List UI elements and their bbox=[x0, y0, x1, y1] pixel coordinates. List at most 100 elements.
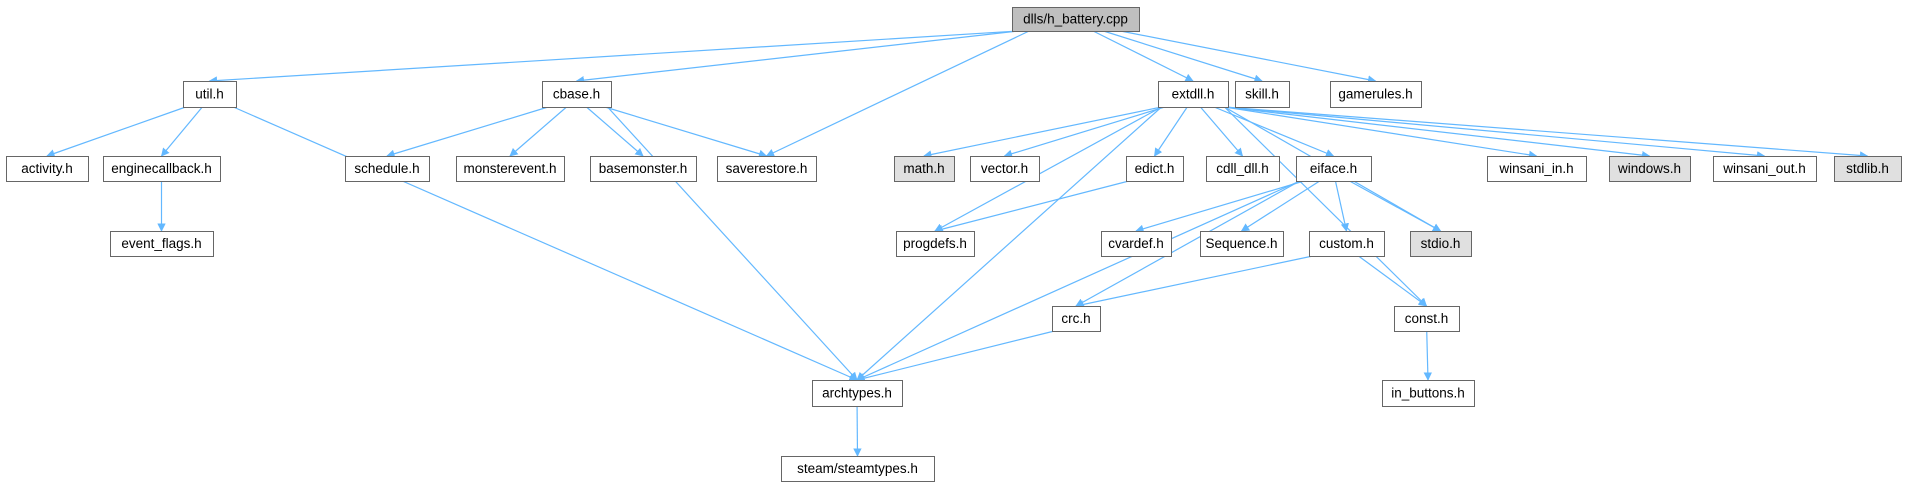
node-cdll_dll-label: cdll_dll.h bbox=[1216, 161, 1269, 176]
node-basemonster-label: basemonster.h bbox=[599, 161, 688, 176]
node-cbase-label: cbase.h bbox=[553, 87, 600, 102]
node-enginecallback[interactable]: enginecallback.h bbox=[103, 156, 221, 182]
edge-cbase-to-schedule bbox=[386, 106, 549, 158]
node-basemonster[interactable]: basemonster.h bbox=[590, 156, 697, 182]
node-sequence-box bbox=[1200, 231, 1284, 257]
node-root[interactable]: dlls/h_battery.cpp bbox=[1012, 7, 1140, 32]
node-stdlib-box bbox=[1834, 156, 1902, 182]
edge-eiface-to-archtypes bbox=[856, 180, 1300, 381]
node-windows: windows.h bbox=[1609, 156, 1691, 182]
node-sequence-label: Sequence.h bbox=[1205, 236, 1277, 251]
node-stdio-box bbox=[1410, 231, 1472, 257]
node-schedule[interactable]: schedule.h bbox=[345, 156, 430, 182]
node-enginecallback-label: enginecallback.h bbox=[111, 161, 212, 176]
edge-root-to-skill bbox=[1103, 30, 1263, 83]
node-activity[interactable]: activity.h bbox=[6, 156, 89, 182]
node-archtypes[interactable]: archtypes.h bbox=[812, 380, 903, 407]
edge-const-to-in_buttons bbox=[1423, 330, 1433, 381]
edge-cbase-to-basemonster bbox=[586, 106, 644, 157]
node-in_buttons-box bbox=[1382, 380, 1475, 407]
node-monsterevent-label: monsterevent.h bbox=[463, 161, 556, 176]
node-eiface-box bbox=[1296, 156, 1372, 182]
node-math-label: math.h bbox=[903, 161, 944, 176]
node-cdll_dll[interactable]: cdll_dll.h bbox=[1206, 156, 1280, 182]
node-custom-label: custom.h bbox=[1319, 236, 1374, 251]
node-progdefs-label: progdefs.h bbox=[903, 236, 967, 251]
node-eiface[interactable]: eiface.h bbox=[1296, 156, 1372, 182]
node-winsani_out[interactable]: winsani_out.h bbox=[1713, 156, 1817, 182]
node-root-box bbox=[1012, 7, 1140, 32]
node-vector[interactable]: vector.h bbox=[970, 156, 1040, 182]
node-skill[interactable]: skill.h bbox=[1235, 81, 1290, 108]
edge-eiface-to-cvardef bbox=[1135, 180, 1305, 233]
node-custom[interactable]: custom.h bbox=[1309, 231, 1385, 257]
node-gamerules[interactable]: gamerules.h bbox=[1330, 81, 1422, 108]
node-event_flags[interactable]: event_flags.h bbox=[110, 231, 214, 257]
node-gamerules-label: gamerules.h bbox=[1338, 87, 1412, 102]
node-root-label: dlls/h_battery.cpp bbox=[1023, 12, 1128, 27]
edge-eiface-to-stdio bbox=[1349, 180, 1442, 232]
node-custom-box bbox=[1309, 231, 1385, 257]
node-util-box bbox=[183, 81, 237, 108]
edge-extdll-to-edict bbox=[1154, 106, 1188, 157]
node-vector-box bbox=[970, 156, 1040, 182]
node-crc[interactable]: crc.h bbox=[1052, 306, 1101, 332]
node-extdll[interactable]: extdll.h bbox=[1158, 81, 1229, 108]
node-winsani_out-box bbox=[1713, 156, 1817, 182]
node-cbase[interactable]: cbase.h bbox=[542, 81, 612, 108]
node-saverestore[interactable]: saverestore.h bbox=[717, 156, 817, 182]
node-in_buttons[interactable]: in_buttons.h bbox=[1382, 380, 1475, 407]
edge-edict-to-progdefs bbox=[934, 180, 1129, 234]
node-stdio: stdio.h bbox=[1410, 231, 1472, 257]
node-archtypes-box bbox=[812, 380, 903, 407]
node-crc-box bbox=[1052, 306, 1101, 332]
node-winsani_out-label: winsani_out.h bbox=[1722, 161, 1806, 176]
node-cvardef-box bbox=[1101, 231, 1172, 257]
node-gamerules-box bbox=[1330, 81, 1422, 108]
node-math: math.h bbox=[894, 156, 955, 182]
edge-eiface-to-sequence bbox=[1240, 180, 1321, 232]
node-stdlib: stdlib.h bbox=[1834, 156, 1902, 182]
node-vector-label: vector.h bbox=[981, 161, 1028, 176]
node-sequence[interactable]: Sequence.h bbox=[1200, 231, 1284, 257]
node-activity-label: activity.h bbox=[21, 161, 73, 176]
node-event_flags-box bbox=[110, 231, 214, 257]
node-stdlib-label: stdlib.h bbox=[1846, 161, 1889, 176]
nodes-layer: dlls/h_battery.cpp util.h cbase.h extdll.h s… bbox=[6, 7, 1902, 482]
node-util[interactable]: util.h bbox=[183, 81, 237, 108]
node-winsani_in-box bbox=[1487, 156, 1587, 182]
node-winsani_in-label: winsani_in.h bbox=[1498, 161, 1573, 176]
edge-cbase-to-saverestore bbox=[604, 106, 768, 158]
edge-root-to-util bbox=[208, 30, 1019, 85]
node-edict[interactable]: edict.h bbox=[1126, 156, 1184, 182]
node-extdll-label: extdll.h bbox=[1172, 87, 1215, 102]
node-skill-box bbox=[1235, 81, 1290, 108]
node-saverestore-box bbox=[717, 156, 817, 182]
node-util-label: util.h bbox=[195, 87, 224, 102]
node-monsterevent[interactable]: monsterevent.h bbox=[456, 156, 565, 182]
node-steamtypes[interactable]: steam/steamtypes.h bbox=[781, 456, 935, 482]
node-cvardef[interactable]: cvardef.h bbox=[1101, 231, 1172, 257]
node-steamtypes-label: steam/steamtypes.h bbox=[797, 461, 918, 476]
node-const-box bbox=[1394, 306, 1460, 332]
node-const[interactable]: const.h bbox=[1394, 306, 1460, 332]
node-steamtypes-box bbox=[781, 456, 935, 482]
edge-extdll-to-progdefs bbox=[934, 106, 1162, 232]
node-saverestore-label: saverestore.h bbox=[726, 161, 808, 176]
edge-cbase-to-archtypes bbox=[607, 106, 858, 381]
edge-extdll-to-eiface bbox=[1213, 106, 1335, 158]
node-edict-label: edict.h bbox=[1135, 161, 1175, 176]
node-winsani_in[interactable]: winsani_in.h bbox=[1487, 156, 1587, 182]
edge-extdll-to-archtypes bbox=[856, 106, 1162, 381]
edge-custom-to-crc bbox=[1075, 255, 1313, 309]
node-basemonster-box bbox=[590, 156, 697, 182]
edge-extdll-to-math bbox=[923, 106, 1162, 159]
node-schedule-label: schedule.h bbox=[354, 161, 419, 176]
edge-eiface-to-crc bbox=[1075, 180, 1301, 307]
node-schedule-box bbox=[345, 156, 430, 182]
node-windows-label: windows.h bbox=[1617, 161, 1681, 176]
node-const-label: const.h bbox=[1405, 311, 1449, 326]
edge-root-to-cbase bbox=[575, 30, 1019, 85]
node-progdefs[interactable]: progdefs.h bbox=[896, 231, 975, 257]
